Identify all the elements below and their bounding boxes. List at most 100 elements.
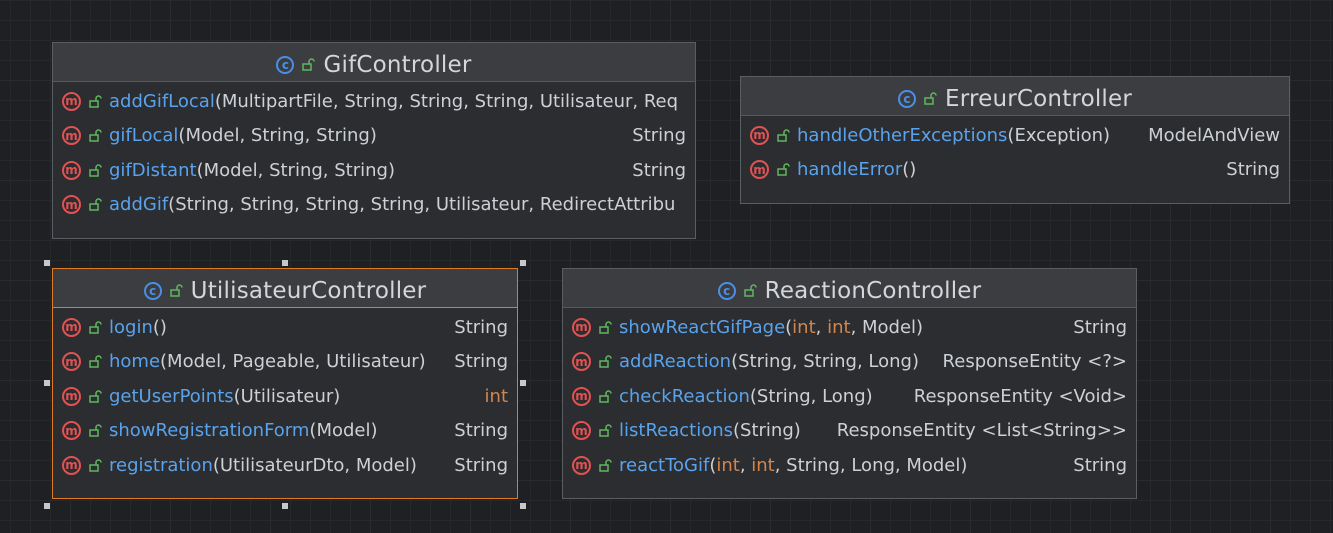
method-m-icon: m — [62, 126, 81, 146]
method-return-type: String — [1073, 454, 1127, 476]
method-name: home — [109, 351, 161, 373]
method-row[interactable]: m gifLocal(Model, String, String) String — [53, 119, 695, 154]
method-return-type: String — [632, 125, 686, 147]
class-name: UtilisateurController — [190, 277, 427, 304]
resize-handle-top-left[interactable] — [44, 260, 50, 266]
method-name: showReactGifPage — [619, 316, 786, 338]
method-return-type: ResponseEntity <?> — [942, 351, 1127, 373]
public-lock-icon — [743, 284, 757, 297]
public-lock-icon — [599, 355, 612, 368]
method-return-type: String — [454, 454, 508, 476]
method-row[interactable]: m checkReaction(String, Long) ResponseEn… — [563, 379, 1136, 414]
class-c-icon: c — [897, 89, 916, 108]
public-lock-icon — [89, 129, 102, 142]
method-m-icon: m — [572, 352, 591, 372]
public-lock-icon — [777, 163, 790, 176]
method-list: m login() String m home(Model, Pageable,… — [53, 308, 517, 483]
method-row[interactable]: m login() String — [53, 310, 517, 345]
resize-handle-bottom-left[interactable] — [44, 503, 50, 509]
method-m-icon: m — [62, 317, 81, 337]
method-name: addReaction — [619, 351, 732, 373]
method-params: (Model, String, String) — [196, 159, 395, 181]
resize-handle-left[interactable] — [44, 380, 50, 386]
method-m-icon: m — [62, 160, 81, 180]
method-row[interactable]: m getUserPoints (Utilisateur) int — [53, 379, 517, 414]
class-box-reactioncontroller[interactable]: c ReactionController m showReactGifPage … — [562, 268, 1137, 499]
method-return-type: String — [454, 316, 508, 338]
public-lock-icon — [302, 58, 316, 71]
public-lock-icon — [89, 198, 102, 211]
method-m-icon: m — [62, 352, 81, 372]
public-lock-icon — [89, 390, 102, 403]
method-m-icon: m — [572, 317, 591, 337]
public-lock-icon — [777, 129, 790, 142]
class-header: c ErreurController — [741, 77, 1289, 116]
method-params: (int, int, Model) — [785, 316, 924, 338]
public-lock-icon — [89, 164, 102, 177]
method-m-icon: m — [62, 421, 81, 441]
method-params: (String, Long) — [749, 385, 873, 407]
class-box-gifcontroller[interactable]: c GifController m addGifLocal(MultipartF… — [52, 42, 696, 239]
public-lock-icon — [89, 321, 102, 334]
method-m-icon: m — [62, 195, 81, 215]
resize-handle-bottom[interactable] — [282, 503, 288, 509]
method-name: registration — [109, 454, 213, 476]
method-return-type: ResponseEntity <List<String>> — [836, 420, 1127, 442]
public-lock-icon — [89, 424, 102, 437]
method-m-icon: m — [62, 386, 81, 406]
class-c-icon: c — [276, 55, 295, 74]
method-row[interactable]: m listReactions (String) ResponseEntity … — [563, 414, 1136, 449]
resize-handle-top-right[interactable] — [520, 260, 526, 266]
method-params: (Model, Pageable, Utilisateur) — [160, 351, 426, 373]
resize-handle-top[interactable] — [282, 260, 288, 266]
method-row[interactable]: m reactToGif(int, int, String, Long, Mod… — [563, 448, 1136, 483]
method-name: reactToGif — [619, 454, 710, 476]
method-row[interactable]: m addGifLocal(MultipartFile, String, Str… — [53, 84, 695, 119]
method-name: gifDistant — [109, 159, 197, 181]
method-name: handleError — [797, 159, 903, 181]
public-lock-icon — [924, 92, 937, 105]
method-m-icon: m — [750, 160, 769, 180]
method-row[interactable]: m registration (UtilisateurDto, Model) S… — [53, 448, 517, 483]
method-row[interactable]: m showRegistrationForm (Model) String — [53, 414, 517, 449]
method-m-icon: m — [62, 91, 81, 111]
method-m-icon: m — [62, 455, 81, 475]
method-name: login — [109, 316, 153, 338]
method-name: showRegistrationForm — [109, 420, 310, 442]
method-m-icon: m — [572, 455, 591, 475]
method-params: (int, int, String, Long, Model) — [709, 454, 968, 476]
method-row[interactable]: m addGif(String, String, String, String,… — [53, 188, 695, 223]
public-lock-icon — [599, 459, 612, 472]
resize-handle-right[interactable] — [520, 380, 526, 386]
class-box-erreurcontroller[interactable]: c ErreurController m handleOtherExceptio… — [740, 76, 1290, 204]
method-row[interactable]: m gifDistant(Model, String, String) Stri… — [53, 153, 695, 188]
public-lock-icon — [599, 424, 612, 437]
method-params: (MultipartFile, String, String, String, … — [214, 90, 679, 112]
method-name: getUserPoints — [109, 385, 234, 407]
method-params: (String, String, Long) — [731, 351, 919, 373]
method-params: (Exception) — [1007, 124, 1111, 146]
method-row[interactable]: m addReaction(String, String, Long) Resp… — [563, 345, 1136, 380]
method-row[interactable]: m showReactGifPage (int, int, Model) Str… — [563, 310, 1136, 345]
method-return-type: String — [632, 159, 686, 181]
method-list: m showReactGifPage (int, int, Model) Str… — [563, 308, 1136, 483]
method-row[interactable]: m home(Model, Pageable, Utilisateur) Str… — [53, 345, 517, 380]
method-return-type: String — [1073, 316, 1127, 338]
method-name: gifLocal — [109, 125, 179, 147]
method-row[interactable]: m handleOtherExceptions (Exception) Mode… — [741, 118, 1289, 153]
public-lock-icon — [89, 95, 102, 108]
class-c-icon: c — [717, 281, 736, 300]
method-row[interactable]: m handleError () String — [741, 153, 1289, 188]
public-lock-icon — [599, 321, 612, 334]
class-box-utilisateurcontroller[interactable]: c UtilisateurController m login() String… — [52, 268, 518, 499]
method-params: (Model, String, String) — [178, 125, 377, 147]
method-list: m addGifLocal(MultipartFile, String, Str… — [53, 82, 695, 222]
class-name: GifController — [323, 51, 472, 78]
method-params: (UtilisateurDto, Model) — [212, 454, 417, 476]
public-lock-icon — [599, 390, 612, 403]
method-m-icon: m — [572, 386, 591, 406]
resize-handle-bottom-right[interactable] — [520, 503, 526, 509]
method-name: addGif — [109, 194, 169, 216]
method-params: (Utilisateur) — [233, 385, 341, 407]
class-name: ReactionController — [764, 277, 982, 304]
